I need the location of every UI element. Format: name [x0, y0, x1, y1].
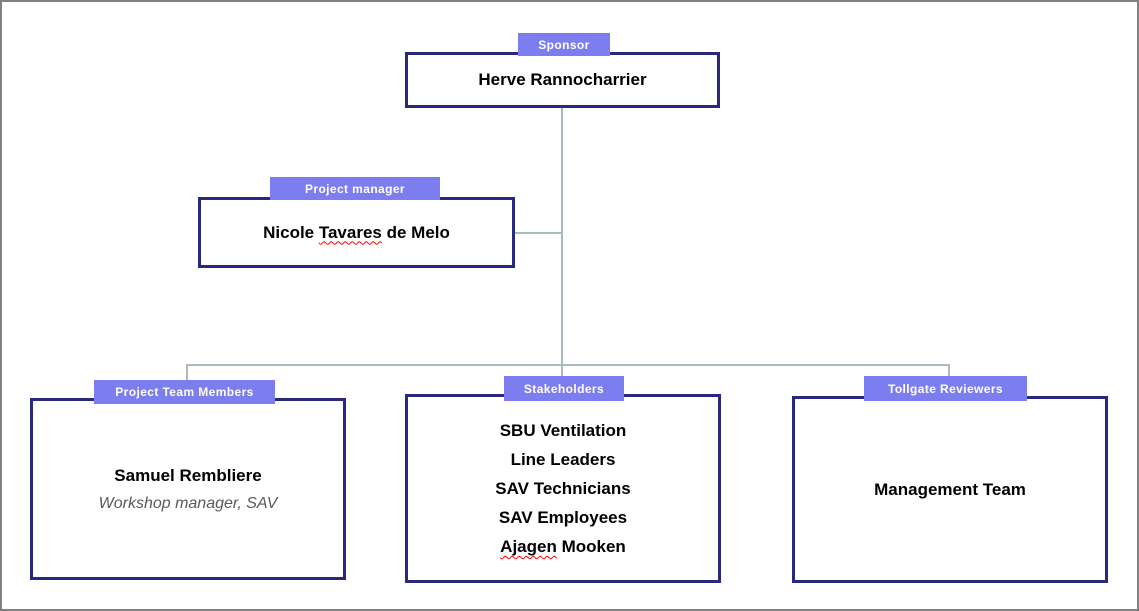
sponsor-name: Herve Rannocharrier	[478, 70, 647, 89]
badge-sponsor-label: Sponsor	[538, 37, 590, 52]
connector-drop-tollgate	[948, 364, 950, 379]
connector-branch-horizontal	[186, 364, 950, 366]
connector-drop-project-team	[186, 364, 188, 382]
stakeholder-item: Line Leaders	[510, 450, 616, 469]
badge-sponsor: Sponsor	[518, 33, 610, 56]
project-manager-name-post: de Melo	[381, 222, 450, 242]
box-project-manager: Nicole Tavares de Melo	[198, 197, 515, 268]
badge-project-team-members: Project Team Members	[94, 380, 275, 404]
badge-project-manager: Project manager	[270, 177, 440, 200]
badge-stakeholders: Stakeholders	[504, 376, 624, 401]
project-manager-name: Nicole Tavares de Melo	[263, 219, 450, 247]
badge-project-team-members-label: Project Team Members	[115, 385, 254, 399]
stakeholder-item: Ajagen Mooken	[500, 532, 626, 561]
box-project-team-members: Samuel Rembliere Workshop manager, SAV	[30, 398, 346, 580]
stakeholder-item: SAV Technicians	[495, 479, 631, 498]
stakeholder-item-rest: Mooken	[556, 537, 626, 556]
project-team-member-role: Workshop manager, SAV	[98, 494, 278, 512]
box-stakeholders: SBU Ventilation Line Leaders SAV Technic…	[405, 394, 721, 583]
project-manager-name-misspelled: Tavares	[318, 222, 382, 242]
tollgate-team-name: Management Team	[874, 479, 1026, 499]
stakeholder-item-misspelled: Ajagen	[500, 537, 557, 556]
badge-stakeholders-label: Stakeholders	[523, 381, 605, 396]
connector-project-manager-stub	[513, 232, 562, 234]
badge-tollgate-reviewers: Tollgate Reviewers	[864, 376, 1027, 401]
box-tollgate-reviewers: Management Team	[792, 396, 1108, 583]
stakeholder-item: SBU Ventilation	[499, 421, 627, 440]
project-team-member-name: Samuel Rembliere	[114, 465, 262, 485]
box-sponsor: Herve Rannocharrier	[405, 52, 720, 108]
project-manager-name-pre: Nicole	[263, 222, 319, 242]
stakeholder-item: SAV Employees	[498, 508, 628, 527]
badge-project-manager-label: Project manager	[304, 181, 406, 196]
connector-sponsor-to-branch	[561, 107, 563, 379]
badge-tollgate-reviewers-label: Tollgate Reviewers	[887, 381, 1004, 396]
